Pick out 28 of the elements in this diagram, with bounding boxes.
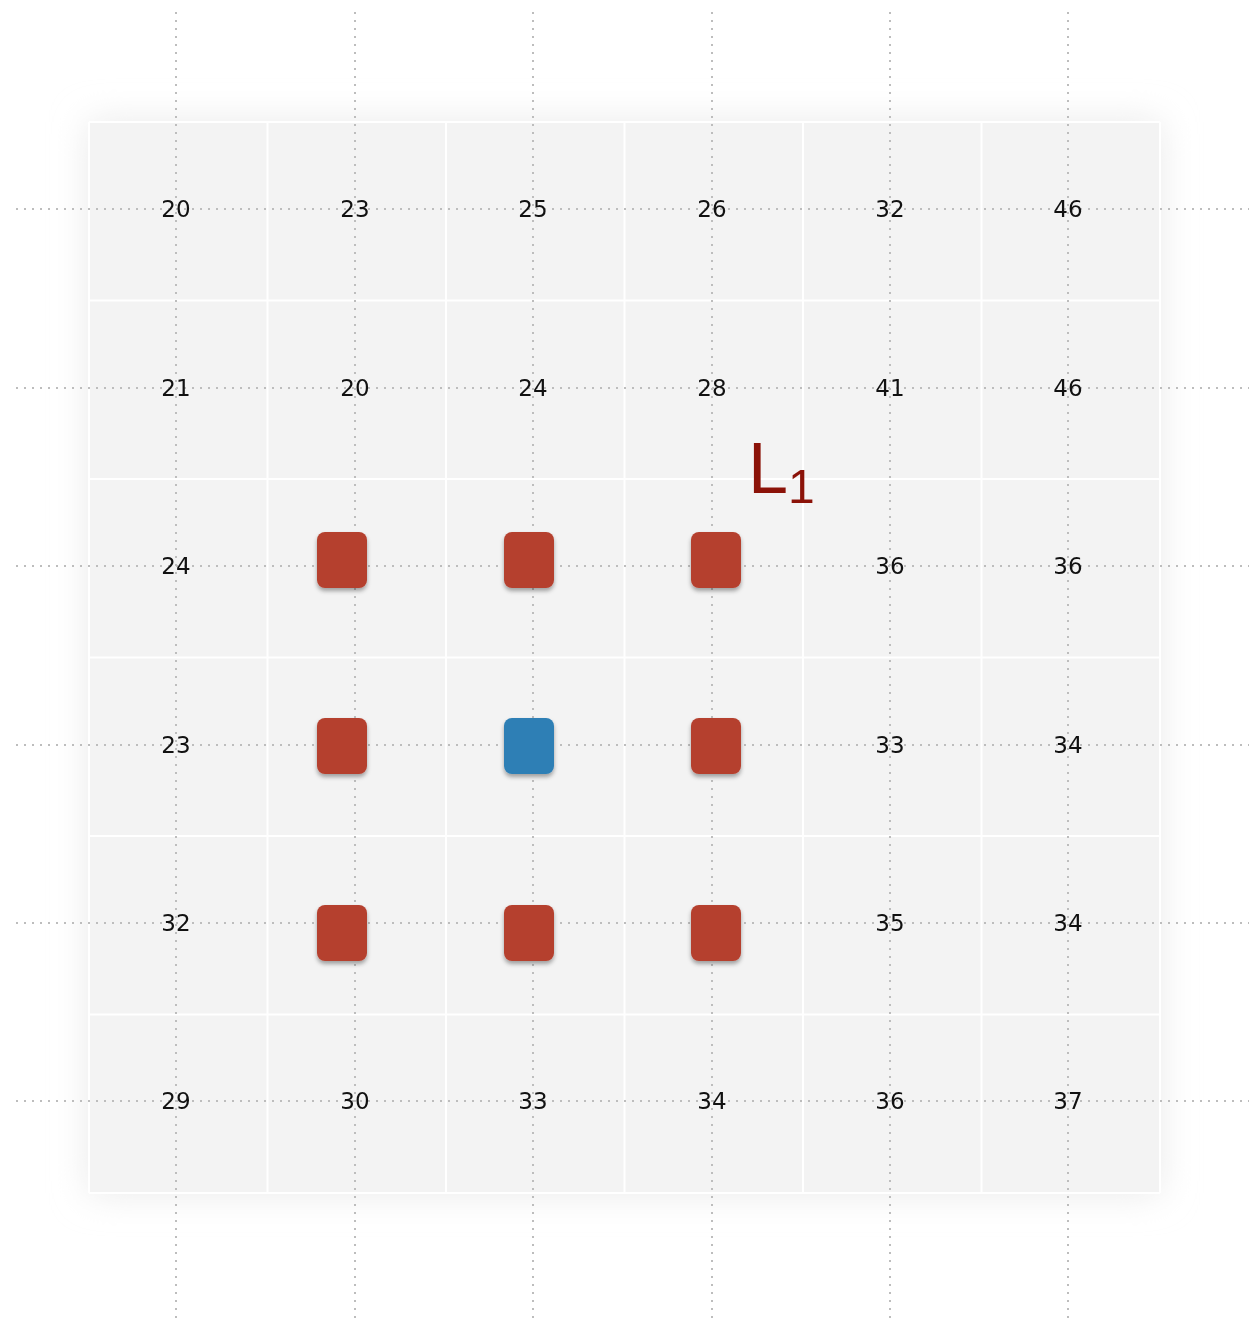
grid-value: 36 xyxy=(875,554,905,578)
grid-value: 25 xyxy=(518,197,548,221)
grid-value: 32 xyxy=(161,911,191,935)
grid-value: 29 xyxy=(161,1089,191,1113)
grid-value: 24 xyxy=(161,554,191,578)
grid-value: 32 xyxy=(875,197,905,221)
grid-value: 34 xyxy=(1053,733,1083,757)
grid-value: 28 xyxy=(697,376,727,400)
grid-value: 30 xyxy=(340,1089,370,1113)
grid-value: 26 xyxy=(697,197,727,221)
grid-value: 34 xyxy=(1053,911,1083,935)
grid-value: 33 xyxy=(518,1089,548,1113)
grid-value: 20 xyxy=(340,376,370,400)
grid-value: 37 xyxy=(1053,1089,1083,1113)
grid-value: 21 xyxy=(161,376,191,400)
grid-value: 35 xyxy=(875,911,905,935)
grid-value: 24 xyxy=(518,376,548,400)
grid-value: 20 xyxy=(161,197,191,221)
grid-value: 36 xyxy=(875,1089,905,1113)
grid-value: 46 xyxy=(1053,376,1083,400)
region-label: L$_{1}$ xyxy=(748,432,815,511)
grid-value: 23 xyxy=(340,197,370,221)
grid-value: 36 xyxy=(1053,554,1083,578)
grid-value: 46 xyxy=(1053,197,1083,221)
grid-value: 23 xyxy=(161,733,191,757)
grid-value: 41 xyxy=(875,376,905,400)
grid-value: 34 xyxy=(697,1089,727,1113)
grid-value: 33 xyxy=(875,733,905,757)
